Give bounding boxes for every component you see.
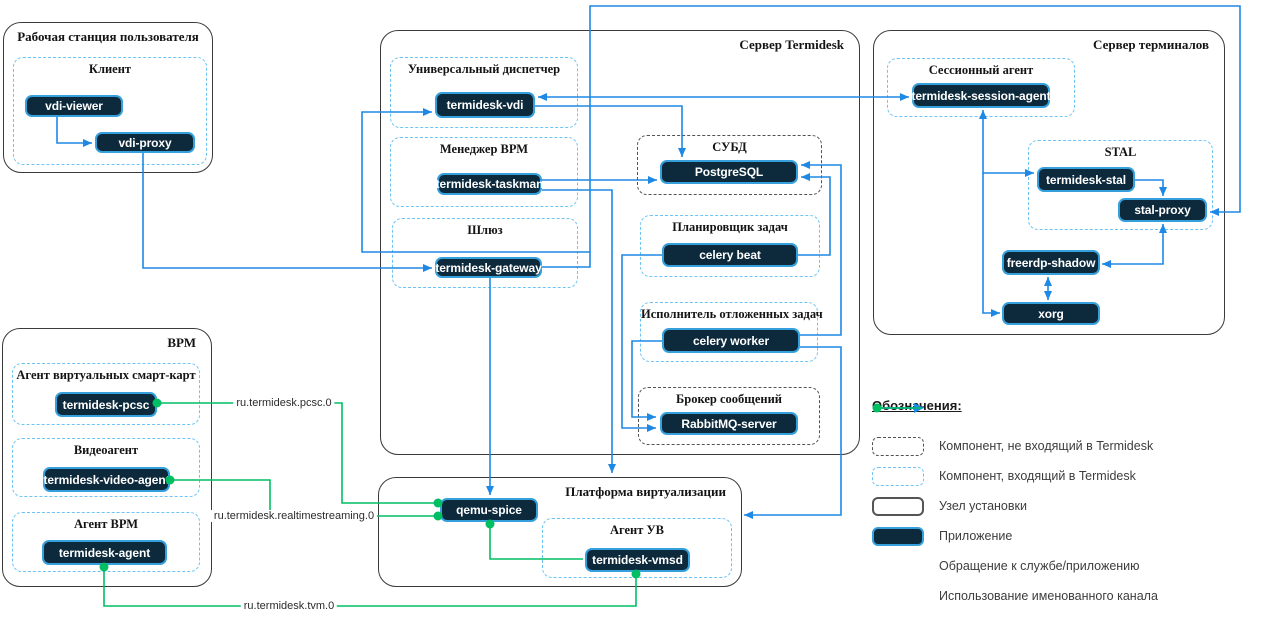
node-title-terminal-server: Сервер терминалов: [1093, 37, 1209, 52]
edge-vdi-viewer-to-vdi-proxy: [56, 117, 92, 144]
edge-termidesk-vdi-to-postgresql: [535, 105, 683, 157]
legend-item-2: Узел установки: [872, 496, 1270, 516]
group-title-dispatcher: Универсальный диспетчер: [407, 62, 561, 76]
group-title-vrm-agent-group: Агент ВРМ: [73, 517, 139, 531]
app-rabbitmq-server: RabbitMQ-server: [660, 412, 798, 435]
group-title-stal-group: STAL: [1104, 145, 1137, 159]
legend-swatch-channel: [872, 403, 924, 606]
channel-dot-termidesk-video-agent-channel-0: [165, 475, 175, 485]
edge-termidesk-stal-to-stal-proxy: [1135, 179, 1164, 196]
group-vrm-manager: Менеджер ВРМ: [390, 137, 578, 207]
legend-item-label-0: Компонент, не входящий в Termidesk: [939, 439, 1154, 453]
edge-termidesk-stal-session-agent-bidir: [982, 110, 1034, 174]
legend-item-0: Компонент, не входящий в Termidesk: [872, 436, 1270, 456]
node-platform: Платформа виртуализации: [378, 477, 742, 587]
legend-item-1: Компонент, входящий в Termidesk: [872, 466, 1270, 486]
group-deferred-worker: Исполнитель отложенных задач: [640, 302, 823, 362]
group-scheduler: Планировщик задач: [640, 215, 820, 277]
group-title-session-agent-group: Сессионный агент: [928, 63, 1034, 77]
app-termidesk-taskman: termidesk-taskman: [436, 173, 543, 195]
edge-termidesk-pcsc-channel: [157, 402, 438, 504]
edge-termidesk-stal-to-xorg: [982, 173, 1000, 314]
node-title-vrm: ВРМ: [167, 335, 196, 350]
edge-celery-worker-to-rabbitmq: [631, 340, 662, 418]
group-gateway-group: Шлюз: [392, 218, 578, 288]
group-title-client: Клиент: [88, 62, 132, 76]
app-celery-beat: celery beat: [662, 243, 798, 267]
app-qemu-spice: qemu-spice: [440, 498, 538, 522]
group-title-dbms: СУБД: [712, 140, 747, 154]
group-title-uv-agent: Агент УВ: [609, 523, 665, 537]
app-termidesk-stal: termidesk-stal: [1037, 167, 1135, 192]
node-terminal-server: Сервер терминалов: [873, 30, 1225, 335]
group-title-gateway-group: Шлюз: [467, 223, 503, 237]
channel-label-1: ru.termidesk.realtimestreaming.0: [210, 510, 378, 522]
legend-swatch-dashed-blue: [872, 466, 924, 486]
edge-termidesk-agent-channel: [103, 567, 637, 607]
legend-swatch-filled: [872, 526, 924, 546]
legend-item-3: Приложение: [872, 526, 1270, 546]
channel-label-2: ru.termidesk.tvm.0: [240, 600, 338, 612]
node-title-platform: Платформа виртуализации: [565, 484, 726, 499]
group-title-broker: Брокер сообщений: [676, 392, 782, 406]
legend-item-label-5: Использование именованного канала: [939, 589, 1158, 603]
channel-label-0: ru.termidesk.pcsc.0: [233, 397, 335, 409]
group-title-vrm-manager: Менеджер ВРМ: [439, 142, 529, 156]
app-postgresql: PostgreSQL: [660, 160, 798, 184]
edge-termidesk-gateway-to-stal-proxy: [542, 5, 1241, 268]
legend-item-5: Использование именованного канала: [872, 403, 1270, 606]
legend-swatch-dashed-dark: [872, 436, 924, 456]
group-title-scheduler: Планировщик задач: [672, 220, 788, 234]
channel-dot-termidesk-pcsc-channel-0: [152, 398, 162, 408]
group-video-agent-group: Видеоагент: [12, 438, 200, 497]
edge-celery-worker-to-postgresql: [800, 164, 842, 336]
channel-dot-termidesk-pcsc-channel-1: [433, 498, 443, 508]
channel-dot-qemu-spice-to-termidesk-vmsd-channel-0: [485, 519, 495, 529]
node-workstation: Рабочая станция пользователя: [3, 22, 213, 173]
app-celery-worker: celery worker: [662, 328, 800, 353]
edge-qemu-spice-to-termidesk-vmsd-channel: [489, 524, 583, 560]
edge-termidesk-taskman-to-platform: [542, 189, 613, 473]
node-title-server-termidesk: Сервер Termidesk: [739, 37, 844, 52]
app-vdi-viewer: vdi-viewer: [25, 95, 123, 117]
channel-dot-termidesk-agent-channel-0: [99, 562, 109, 572]
app-termidesk-video-agent: termidesk-video-agent: [43, 467, 170, 492]
app-termidesk-vmsd: termidesk-vmsd: [585, 548, 690, 572]
group-title-deferred-worker: Исполнитель отложенных задач: [641, 307, 823, 321]
group-title-smartcard-agent: Агент виртуальных смарт-карт: [16, 368, 196, 382]
group-smartcard-agent: Агент виртуальных смарт-карт: [12, 363, 200, 425]
group-dispatcher: Универсальный диспетчер: [390, 57, 578, 128]
group-vrm-agent-group: Агент ВРМ: [12, 512, 200, 572]
edge-celery-beat-to-postgresql: [798, 176, 831, 256]
legend-item-label-1: Компонент, входящий в Termidesk: [939, 469, 1136, 483]
node-title-workstation: Рабочая станция пользователя: [17, 29, 199, 44]
group-stal-group: STAL: [1028, 140, 1213, 230]
app-termidesk-agent: termidesk-agent: [42, 540, 167, 565]
legend-swatch-outline: [872, 496, 924, 516]
group-broker: Брокер сообщений: [638, 387, 820, 445]
app-termidesk-gateway: termidesk-gateway: [435, 257, 542, 278]
edge-stal-proxy-freerdp-shadow-bidir: [1102, 224, 1164, 265]
edge-vdi-proxy-to-termidesk-gateway: [142, 153, 432, 269]
legend: Обозначения: Компонент, не входящий в Te…: [872, 398, 1270, 606]
app-termidesk-session-agent: termidesk-session-agent: [911, 83, 1051, 108]
app-termidesk-vdi: termidesk-vdi: [435, 92, 535, 118]
channel-dot-termidesk-video-agent-channel-1: [433, 511, 443, 521]
edge-celery-worker-to-platform: [744, 346, 842, 516]
group-client: Клиент: [13, 57, 207, 165]
channel-dot-termidesk-agent-channel-1: [631, 569, 641, 579]
app-stal-proxy: stal-proxy: [1118, 198, 1207, 222]
edge-celery-beat-to-rabbitmq: [621, 254, 662, 429]
node-vrm: ВРМ: [2, 328, 212, 587]
app-xorg: xorg: [1002, 302, 1100, 325]
app-vdi-proxy: vdi-proxy: [95, 132, 195, 153]
app-termidesk-pcsc: termidesk-pcsc: [55, 392, 157, 417]
legend-item-label-3: Приложение: [939, 529, 1013, 543]
group-title-video-agent-group: Видеоагент: [73, 443, 139, 457]
app-freerdp-shadow: freerdp-shadow: [1002, 250, 1100, 275]
legend-item-label-2: Узел установки: [939, 499, 1027, 513]
legend-item-label-4: Обращение к службе/приложению: [939, 559, 1140, 573]
node-server-termidesk: Сервер Termidesk: [380, 30, 860, 455]
edge-trunk-to-termidesk-vdi: [361, 111, 590, 253]
